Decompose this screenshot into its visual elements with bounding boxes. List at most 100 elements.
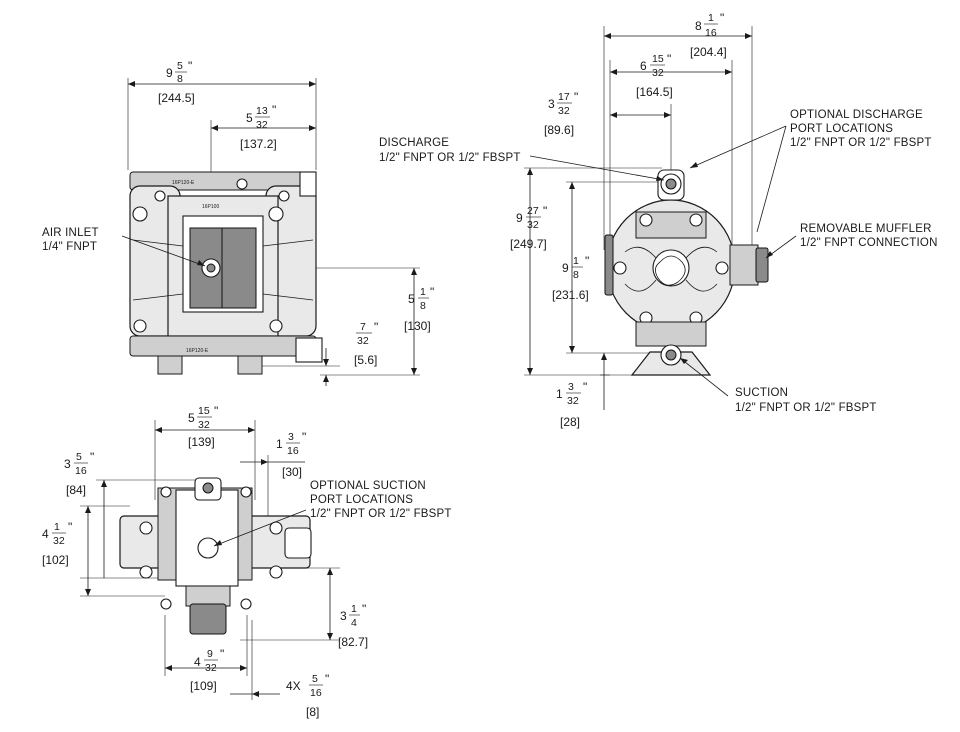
- optional-discharge-label: OPTIONAL DISCHARGE PORT LOCATIONS 1/2" F…: [790, 109, 932, 149]
- svg-text:": ": [667, 52, 671, 66]
- dim-front-base-offset-den: 32: [357, 335, 369, 347]
- svg-text:": ": [272, 103, 276, 117]
- dim-side-width-whole: 8: [695, 19, 702, 33]
- optional-discharge-line3: 1/2" FNPT OR 1/2" FBSPT: [790, 137, 932, 149]
- part-marking-bottom: 16P120-E: [186, 348, 209, 354]
- svg-text:": ": [720, 11, 724, 25]
- suction-line2: 1/2" FNPT OR 1/2" FBSPT: [735, 402, 877, 414]
- dim-side-width-den: 16: [705, 27, 717, 39]
- svg-text:": ": [574, 90, 578, 104]
- dim-top-bolt-span-den: 32: [205, 662, 217, 674]
- dim-front-width: 9 5 8 " [244.5]: [158, 59, 195, 105]
- dim-front-base-offset-mm: [5.6]: [354, 353, 377, 367]
- dim-side-port-span-num: 15: [652, 53, 664, 65]
- dim-top-left-offset: 3 5 16 " [84]: [64, 450, 94, 497]
- dim-side-port-span-mm: [164.5]: [636, 85, 673, 99]
- dim-side-port-height-num: 1: [573, 255, 579, 267]
- svg-text:": ": [543, 204, 547, 218]
- part-marking-center: 16P100: [202, 204, 219, 210]
- dim-front-air-inlet-height-num: 1: [420, 286, 426, 298]
- discharge-line1: DISCHARGE: [379, 137, 449, 149]
- dim-side-width: 8 1 16 " [204.4]: [690, 11, 727, 59]
- air-inlet-line1: AIR INLET: [42, 227, 99, 239]
- dim-top-bolt-span-whole: 4: [194, 655, 201, 669]
- dim-side-port-height-whole: 9: [562, 261, 569, 275]
- optional-suction-label: OPTIONAL SUCTION PORT LOCATIONS 1/2" FNP…: [310, 480, 452, 520]
- dim-side-overall-height: 9 27 32 " [249.7]: [510, 204, 547, 251]
- dim-top-width-num: 15: [198, 405, 210, 417]
- dim-side-port-offset-whole: 3: [548, 97, 555, 111]
- dim-side-port-span: 6 15 32 " [164.5]: [636, 52, 673, 99]
- top-view: [80, 420, 340, 700]
- dim-side-port-span-whole: 6: [640, 59, 647, 73]
- dim-front-air-inlet-height: 5 1 8 " [130]: [404, 285, 434, 333]
- dim-side-port-offset: 3 17 32 " [89.6]: [544, 90, 578, 137]
- dim-top-port-offset: 1 3 16 " [30]: [276, 430, 306, 479]
- front-view: 16P120-E 16P100 16P120-E: [121, 78, 420, 386]
- dim-mount-holes-den: 16: [310, 687, 322, 699]
- dim-mount-holes-mm: [8]: [306, 705, 319, 719]
- dim-side-overall-height-whole: 9: [516, 211, 523, 225]
- dim-side-suction-height-den: 32: [567, 395, 579, 407]
- dim-side-suction-height-whole: 1: [556, 387, 563, 401]
- dim-front-air-inlet-height-whole: 5: [408, 292, 415, 306]
- dim-front-half-width-mm: [137.2]: [240, 137, 277, 151]
- dim-top-left-offset-mm: [84]: [66, 483, 86, 497]
- dim-front-half-width: 5 13 32 " [137.2]: [240, 103, 277, 151]
- dim-side-overall-height-num: 27: [527, 205, 539, 217]
- dim-top-depth-whole: 4: [42, 527, 49, 541]
- svg-text:": ": [374, 320, 378, 334]
- dim-side-width-num: 1: [708, 12, 714, 24]
- dim-top-port-offset-whole: 1: [276, 437, 283, 451]
- dim-top-width-mm: [139]: [188, 435, 215, 449]
- svg-text:": ": [302, 430, 306, 444]
- dim-side-port-height-den: 8: [573, 269, 579, 281]
- dim-front-air-inlet-height-den: 8: [420, 300, 426, 312]
- dim-front-half-width-num: 13: [256, 105, 268, 117]
- discharge-line2: 1/2" FNPT OR 1/2" FBSPT: [379, 152, 521, 164]
- dim-top-muffler: 3 1 4 " [82.7]: [338, 602, 368, 649]
- dim-front-half-width-den: 32: [256, 119, 268, 131]
- dim-front-base-offset: 7 32 " [5.6]: [354, 320, 378, 367]
- dim-top-port-offset-num: 3: [288, 431, 294, 443]
- dim-top-left-offset-whole: 3: [64, 457, 71, 471]
- dim-side-port-offset-mm: [89.6]: [544, 123, 574, 137]
- dim-top-depth-den: 32: [53, 535, 65, 547]
- dim-top-bolt-span-mm: [109]: [190, 679, 217, 693]
- dim-top-bolt-span: 4 9 32 " [109]: [190, 647, 224, 693]
- removable-muffler-line1: REMOVABLE MUFFLER: [800, 223, 932, 235]
- dim-side-suction-height: 1 3 32 " [28]: [556, 380, 587, 429]
- suction-line1: SUCTION: [735, 387, 788, 399]
- svg-text:": ": [585, 254, 589, 268]
- air-inlet-line2: 1/4" FNPT: [42, 241, 97, 253]
- dim-top-depth: 4 1 32 " [102]: [42, 520, 72, 567]
- dim-top-left-offset-den: 16: [75, 465, 87, 477]
- dim-side-width-mm: [204.4]: [690, 45, 727, 59]
- part-marking-top: 16P120-E: [172, 180, 195, 186]
- dim-mount-holes: 4X 5 16 " [8]: [286, 672, 329, 719]
- dim-top-muffler-num: 1: [351, 603, 357, 615]
- dim-side-suction-height-mm: [28]: [560, 415, 580, 429]
- dim-front-air-inlet-height-mm: [130]: [404, 319, 431, 333]
- dim-top-bolt-span-num: 9: [207, 648, 213, 660]
- dim-side-overall-height-mm: [249.7]: [510, 237, 547, 251]
- dim-top-muffler-den: 4: [351, 617, 357, 629]
- svg-text:": ": [325, 672, 329, 686]
- dim-top-depth-mm: [102]: [42, 553, 69, 567]
- dim-top-port-offset-mm: [30]: [282, 465, 302, 479]
- svg-text:": ": [68, 520, 72, 534]
- dim-top-left-offset-num: 5: [76, 451, 82, 463]
- dim-top-depth-num: 1: [54, 521, 60, 533]
- svg-text:": ": [90, 450, 94, 464]
- dim-side-overall-height-den: 32: [527, 219, 539, 231]
- svg-text:": ": [583, 380, 587, 394]
- dim-top-width-den: 32: [198, 419, 210, 431]
- side-view: [524, 26, 797, 410]
- optional-suction-line3: 1/2" FNPT OR 1/2" FBSPT: [310, 508, 452, 520]
- optional-discharge-line2: PORT LOCATIONS: [790, 123, 893, 135]
- removable-muffler-line2: 1/2" FNPT CONNECTION: [800, 237, 938, 249]
- dim-front-half-width-whole: 5: [246, 111, 253, 125]
- discharge-label: DISCHARGE 1/2" FNPT OR 1/2" FBSPT: [379, 137, 521, 164]
- dim-top-muffler-mm: [82.7]: [338, 635, 368, 649]
